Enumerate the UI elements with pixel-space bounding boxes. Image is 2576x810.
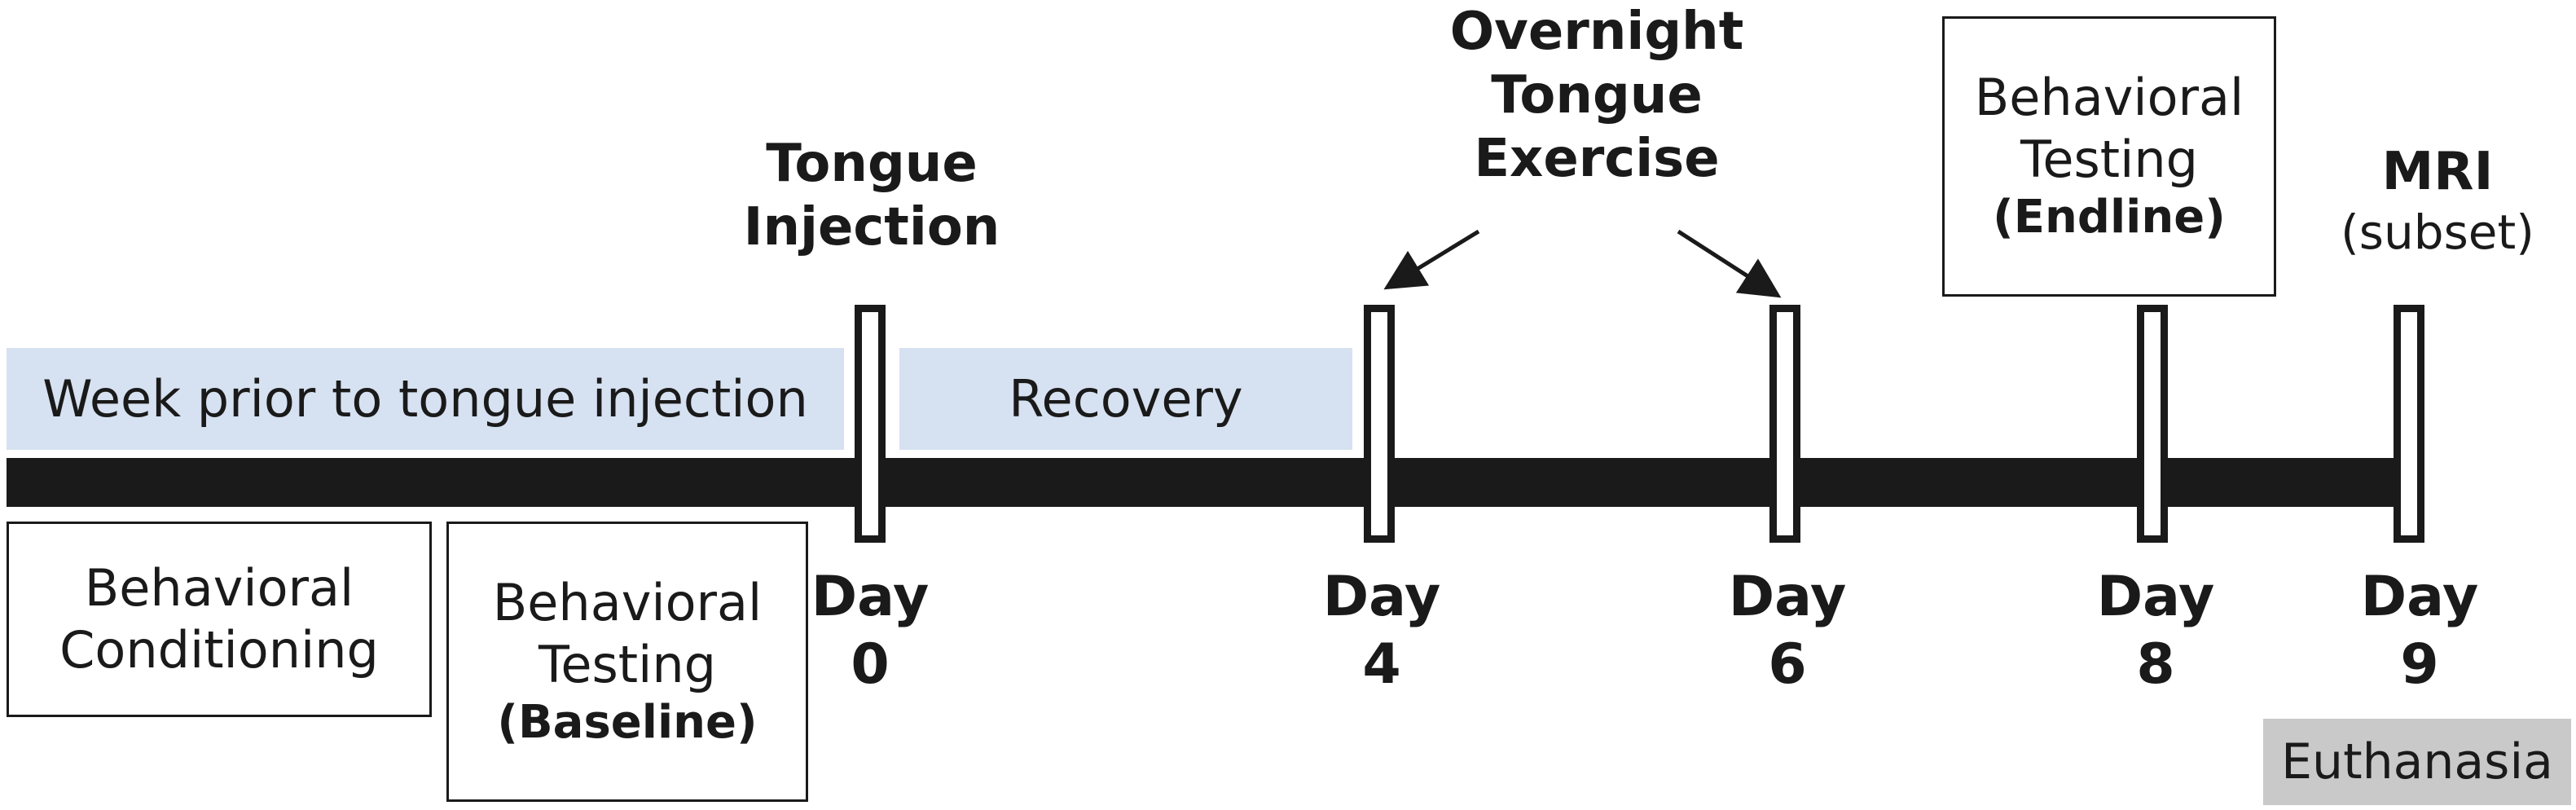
mri-line1: MRI [2381,142,2494,202]
conditioning-box: Behavioral Conditioning [7,522,432,717]
exercise-line2: Tongue [1491,65,1703,126]
week-prior-label: Week prior to tongue injection [42,369,808,429]
arrow-to-day-6 [1677,229,1782,298]
week-prior-band: Week prior to tongue injection [7,348,844,450]
day-6-label: Day 6 [1706,564,1869,699]
euthanasia-badge: Euthanasia [2263,719,2571,805]
day-9-word: Day [2360,565,2479,629]
day-9-label: Day 9 [2338,564,2501,699]
arrow-to-day-4 [1383,229,1480,290]
exercise-line3: Exercise [1474,129,1720,190]
day-0-number: 0 [851,632,890,697]
day-8-word: Day [2096,565,2215,629]
euthanasia-label: Euthanasia [2281,733,2553,790]
mri-label: MRI (subset) [2307,140,2568,262]
timeline-bar [7,458,2405,507]
day-8-marker [2137,305,2168,543]
day-8-number: 8 [2136,632,2175,697]
baseline-testing-box: Behavioral Testing (Baseline) [446,522,808,802]
injection-label: Tongue Injection [717,132,1026,259]
endline-line2: Testing [2020,129,2198,189]
baseline-line2: Testing [538,634,716,694]
exercise-line1: Overnight [1449,2,1744,62]
day-4-word: Day [1322,565,1441,629]
injection-line1: Tongue [766,134,978,194]
exercise-label: Overnight Tongue Exercise [1385,0,1809,191]
conditioning-line2: Conditioning [59,620,379,680]
day-6-word: Day [1728,565,1847,629]
injection-line2: Injection [743,197,1000,258]
endline-testing-box: Behavioral Testing (Endline) [1942,16,2276,297]
day-8-label: Day 8 [2074,564,2237,699]
day-9-number: 9 [2400,632,2439,697]
endline-line3: (Endline) [1993,191,2226,244]
day-9-marker [2394,305,2424,543]
recovery-label: Recovery [1009,369,1243,429]
day-4-label: Day 4 [1300,564,1463,699]
baseline-line3: (Baseline) [497,696,758,750]
day-0-word: Day [811,565,930,629]
recovery-band: Recovery [899,348,1352,450]
day-6-marker [1769,305,1800,543]
mri-subset-line: (subset) [2341,205,2534,261]
day-0-label: Day 0 [789,564,952,699]
day-6-number: 6 [1768,632,1807,697]
day-4-marker [1364,305,1395,543]
day-0-marker [855,305,886,543]
conditioning-line1: Behavioral [84,558,354,619]
day-4-number: 4 [1362,632,1401,697]
baseline-line1: Behavioral [492,573,763,633]
endline-line1: Behavioral [1974,68,2244,128]
